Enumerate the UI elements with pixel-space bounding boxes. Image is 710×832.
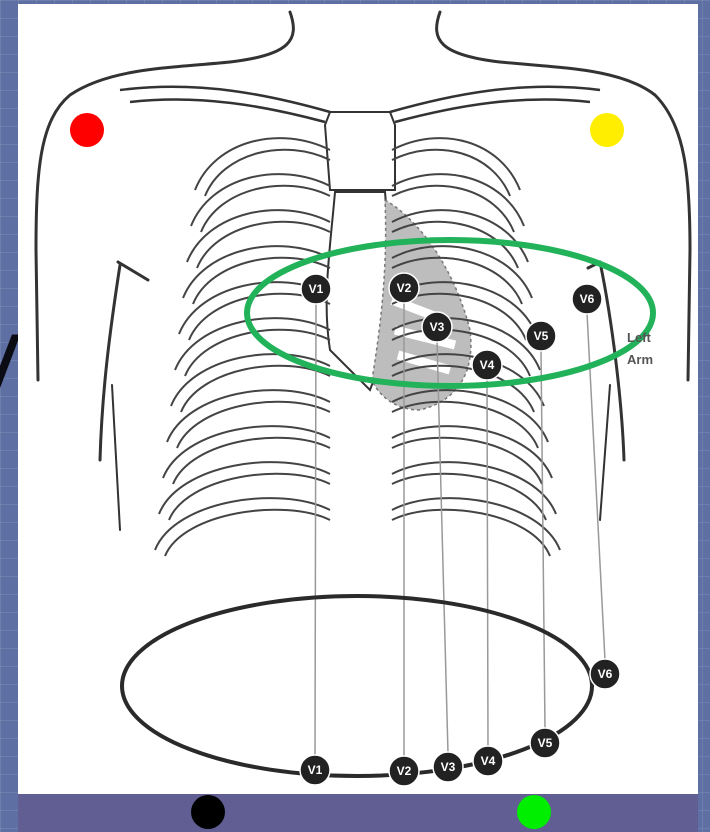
section-lead-v6: V6 <box>590 659 620 689</box>
rib-right <box>392 138 520 190</box>
rib-left <box>155 498 330 550</box>
rib-left <box>159 462 330 514</box>
section-lead-label: V2 <box>397 764 412 778</box>
chest-lead-label: V5 <box>534 329 549 343</box>
chest-lead-v4: V4 <box>472 350 502 380</box>
chest-lead-label: V3 <box>430 320 445 334</box>
projection-line-3 <box>437 341 448 753</box>
chest-lead-label: V6 <box>580 292 595 306</box>
section-lead-v4: V4 <box>473 746 503 776</box>
section-lead-v2: V2 <box>389 756 419 786</box>
rib-left <box>195 138 330 190</box>
section-lead-label: V4 <box>481 754 496 768</box>
chest-lead-label: V4 <box>480 358 495 372</box>
left-arm-label-line1: Left <box>627 330 652 345</box>
chest-lead-label: V2 <box>397 281 412 295</box>
section-lead-label: V6 <box>598 667 613 681</box>
right-arm-electrode <box>70 113 104 147</box>
rib-right <box>392 462 556 514</box>
section-lead-label: V1 <box>308 763 323 777</box>
section-lead-v5: V5 <box>530 728 560 758</box>
section-lead-label: V3 <box>441 760 456 774</box>
section-lead-label: V5 <box>538 736 553 750</box>
rib-left <box>163 426 330 478</box>
section-lead-v1: V1 <box>300 755 330 785</box>
left-arm-label-line2: Arm <box>627 352 653 367</box>
projection-line-1 <box>315 303 316 756</box>
projection-line-4 <box>487 379 488 747</box>
left-arm-electrode <box>590 113 624 147</box>
rib-right <box>392 498 560 550</box>
chest-lead-v2: V2 <box>389 273 419 303</box>
section-lead-v3: V3 <box>433 752 463 782</box>
chest-lead-v6: V6 <box>572 284 602 314</box>
heart-shading <box>372 200 471 410</box>
projection-line-5 <box>541 350 545 729</box>
right-leg-electrode <box>191 795 225 829</box>
left-leg-electrode <box>517 795 551 829</box>
chest-cross-section <box>122 596 592 776</box>
chest-lead-v3: V3 <box>422 312 452 342</box>
chest-lead-label: V1 <box>309 282 324 296</box>
chest-lead-v5: V5 <box>526 321 556 351</box>
chest-lead-v1: V1 <box>301 274 331 304</box>
rib-left <box>167 390 330 442</box>
rib-right <box>392 174 524 226</box>
